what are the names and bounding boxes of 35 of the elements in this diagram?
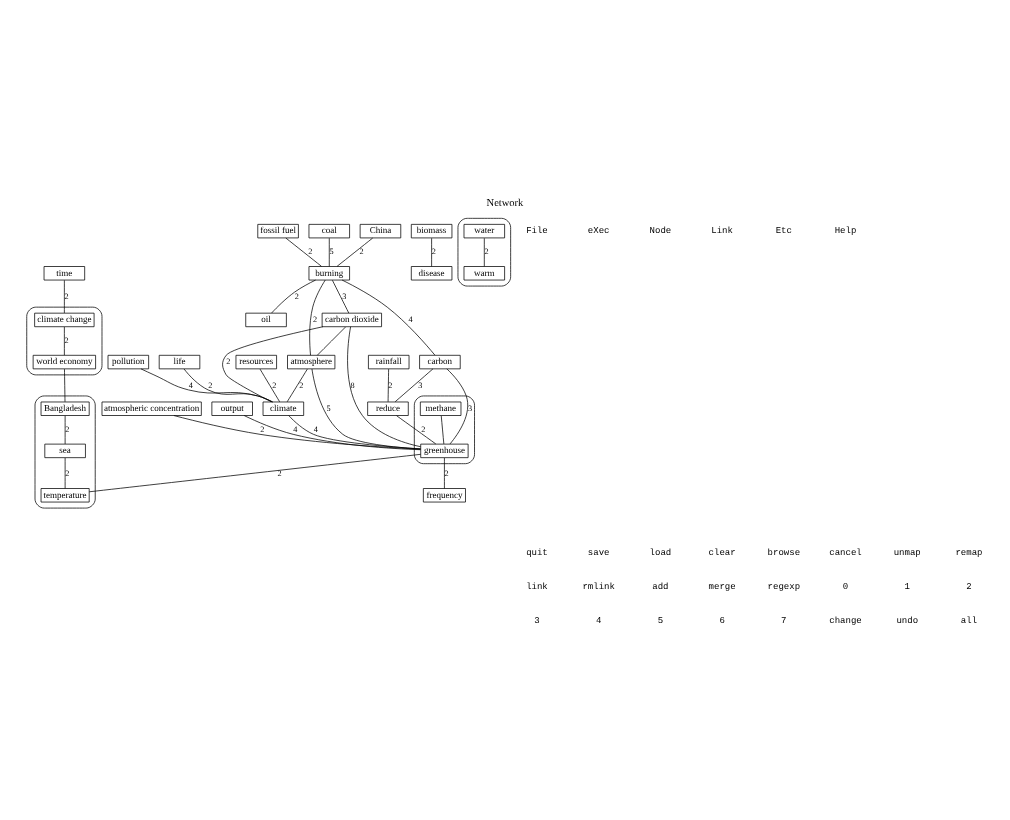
connector bbox=[183, 367, 273, 402]
connector bbox=[285, 236, 322, 266]
connector bbox=[341, 278, 436, 355]
connector bbox=[394, 367, 434, 402]
connector bbox=[88, 452, 422, 492]
connector bbox=[311, 367, 421, 449]
connector bbox=[64, 278, 65, 313]
connector bbox=[286, 367, 308, 402]
connector bbox=[396, 414, 437, 444]
connector bbox=[259, 367, 280, 402]
connector bbox=[64, 367, 66, 402]
connector bbox=[328, 236, 330, 266]
connector bbox=[64, 325, 65, 355]
cluster bbox=[34, 394, 96, 508]
connector bbox=[309, 278, 326, 355]
connector bbox=[336, 236, 374, 266]
connector bbox=[222, 325, 324, 402]
connector bbox=[431, 236, 432, 266]
connector bbox=[243, 414, 421, 450]
connector bbox=[140, 367, 274, 402]
cluster bbox=[413, 394, 475, 464]
connector bbox=[271, 278, 316, 313]
connector bbox=[288, 414, 421, 449]
connector bbox=[483, 236, 485, 266]
connector bbox=[64, 414, 66, 444]
cluster bbox=[26, 305, 103, 375]
connector bbox=[440, 414, 445, 444]
connector bbox=[332, 278, 350, 313]
cluster bbox=[457, 216, 511, 286]
connector bbox=[347, 325, 421, 447]
connector bbox=[444, 456, 445, 488]
connector bbox=[173, 414, 421, 449]
connector bbox=[387, 367, 389, 402]
connector bbox=[64, 456, 66, 488]
connector bbox=[446, 367, 469, 444]
